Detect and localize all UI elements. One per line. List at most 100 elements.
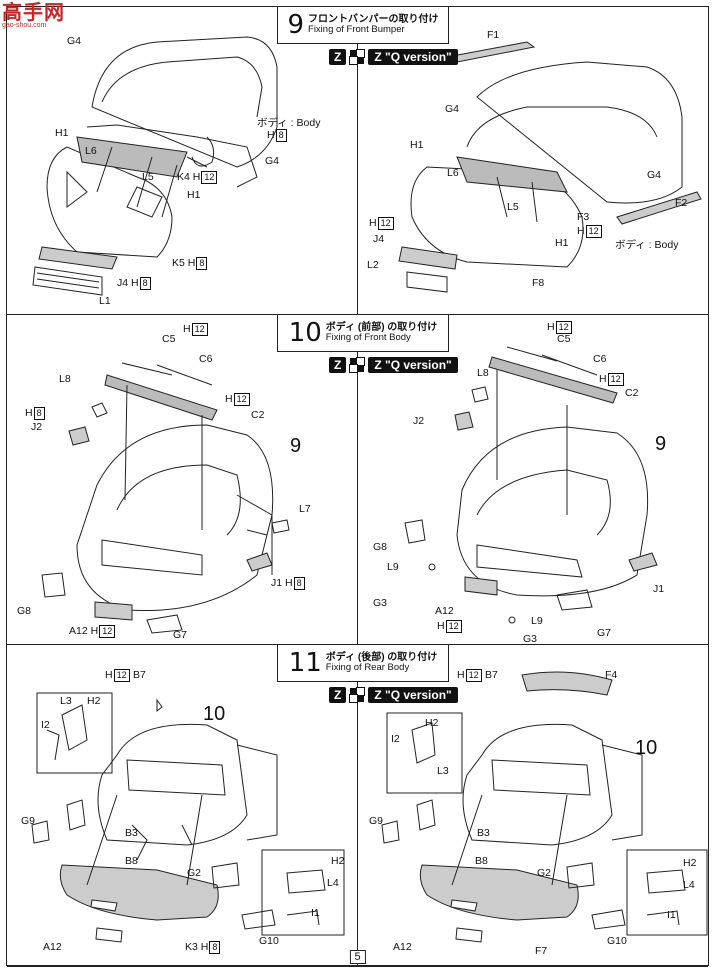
part-label-h1-b: H1 — [187, 189, 201, 201]
step-9-illustration — [32, 36, 702, 296]
part-label-h2: H2 — [425, 717, 439, 729]
part-label-g2: G2 — [537, 867, 552, 879]
part-label-f1: F1 — [487, 29, 500, 41]
part-label-g4: G4 — [445, 103, 460, 115]
step-number: 11 — [288, 648, 322, 678]
part-label-i1: I1 — [311, 907, 320, 919]
step-title-jp: ボディ (前部) の取り付け — [325, 321, 438, 333]
part-label-b7: B7 — [485, 669, 498, 681]
part-label-g9: G9 — [369, 815, 384, 827]
part-label-c6: C6 — [593, 353, 607, 365]
part-label-9: 9 — [290, 435, 302, 457]
part-label-b8: B8 — [475, 855, 488, 867]
part-label-g7: G7 — [597, 627, 612, 639]
divider-icon — [349, 687, 366, 703]
part-label-g4: G4 — [67, 35, 82, 47]
step-10-illustration — [41, 346, 658, 634]
step-title-jp: ボディ (後部) の取り付け — [325, 651, 438, 663]
part-label-f4: F4 — [605, 669, 618, 681]
part-label-h2-b: H2 — [683, 857, 697, 869]
part-label-g7: G7 — [173, 629, 188, 641]
part-label-l3: L3 — [437, 765, 449, 777]
part-label-g8: G8 — [373, 541, 388, 553]
part-label-g9: G9 — [21, 815, 36, 827]
version-indicator: Z Z "Q version" — [329, 687, 458, 703]
part-label-l3: L3 — [60, 695, 72, 707]
step-11-header: 11 ボディ (後部) の取り付け Fixing of Rear Body — [277, 645, 449, 682]
step-9-section: 9 フロントバンパーの取り付け Fixing of Front Bumper Z… — [7, 7, 708, 315]
part-label-g2: G2 — [187, 867, 202, 879]
part-label-g4-b: G4 — [265, 155, 280, 167]
part-label-f7: F7 — [535, 945, 548, 957]
part-label-j2: J2 — [413, 415, 425, 427]
step-title-en: Fixing of Front Bumper — [308, 24, 405, 36]
part-label-l4: L4 — [683, 879, 695, 891]
part-label-l6: L6 — [447, 167, 459, 179]
part-label-a12: A12 — [435, 605, 454, 617]
instruction-page: 9 フロントバンパーの取り付け Fixing of Front Bumper Z… — [6, 6, 709, 967]
part-label-b3: B3 — [125, 827, 138, 839]
part-label-l8: L8 — [59, 373, 71, 385]
version-z-badge: Z — [329, 357, 347, 373]
label-body: ボディ : Body — [257, 117, 321, 129]
version-z-badge: Z — [329, 687, 347, 703]
part-label-l9-b: L9 — [531, 615, 543, 627]
part-label-i2: I2 — [391, 733, 400, 745]
part-label-j1: J1 — [653, 583, 665, 595]
part-label-g4-b: G4 — [647, 169, 662, 181]
step-title-en: Fixing of Rear Body — [325, 662, 410, 674]
part-label-j4: J4 — [373, 233, 385, 245]
step-10-section: 10 ボディ (前部) の取り付け Fixing of Front Body Z… — [7, 315, 708, 645]
part-label-f2: F2 — [675, 197, 688, 209]
logo-text: 高手网 — [2, 0, 65, 24]
part-label-h1: H1 — [410, 139, 424, 151]
step-number: 9 — [287, 10, 305, 40]
part-label-f3: F3 — [577, 211, 590, 223]
step-10-header: 10 ボディ (前部) の取り付け Fixing of Front Body — [277, 315, 449, 352]
label-body: ボディ : Body — [615, 239, 679, 251]
page-number: 5 — [349, 950, 366, 964]
part-label-g10: G10 — [259, 935, 279, 947]
part-label-l9: L9 — [387, 561, 399, 573]
part-label-10: 10 — [635, 737, 658, 759]
step-11-section: 11 ボディ (後部) の取り付け Fixing of Rear Body Z … — [7, 645, 708, 967]
version-indicator: Z Z "Q version" — [329, 357, 458, 373]
part-label-a12: A12 — [43, 941, 62, 953]
part-label-c2: C2 — [625, 387, 639, 399]
part-label-l6: L6 — [85, 145, 97, 157]
part-label-g10: G10 — [607, 935, 627, 947]
part-label-l5: L5 — [507, 201, 519, 213]
part-label-f8: F8 — [532, 277, 545, 289]
part-label-l8: L8 — [477, 367, 489, 379]
part-label-h1-b: H1 — [555, 237, 569, 249]
part-label-c6: C6 — [199, 353, 213, 365]
part-label-c5: C5 — [162, 333, 176, 345]
site-logo: 高手网 gao-shou.com — [2, 2, 65, 29]
part-label-c5: C5 — [557, 333, 571, 345]
version-zq-badge: Z "Q version" — [368, 357, 458, 373]
part-label-l2: L2 — [367, 259, 379, 271]
part-label-l5: L5 — [142, 171, 154, 183]
version-indicator: Z Z "Q version" — [329, 49, 458, 65]
part-label-10: 10 — [203, 703, 226, 725]
step-number: 10 — [288, 318, 322, 348]
part-label-a12: A12 — [393, 941, 412, 953]
part-label-l7: L7 — [299, 503, 311, 515]
version-zq-badge: Z "Q version" — [368, 687, 458, 703]
part-label-l1: L1 — [99, 295, 111, 307]
